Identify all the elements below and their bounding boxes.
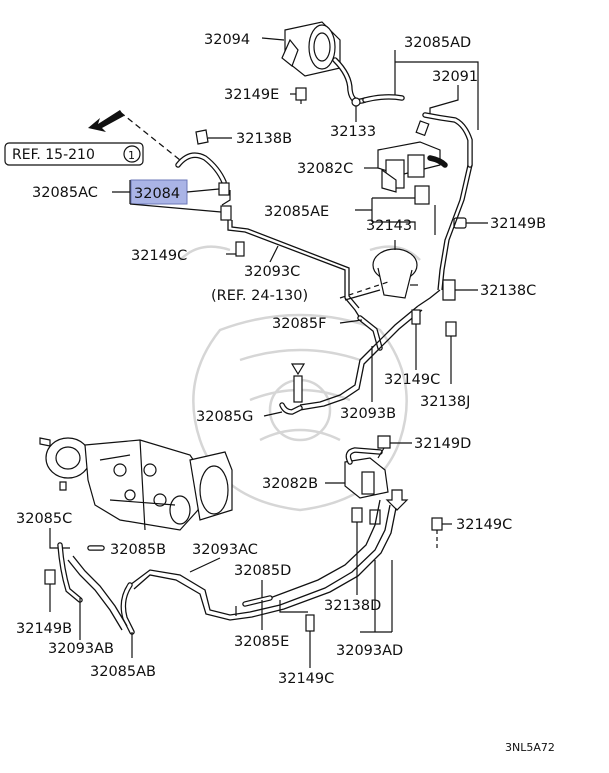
label-32138C: 32138C [480,283,536,299]
label-32093AC: 32093AC [192,542,258,558]
bolt-32149D [377,435,412,459]
label-32149C-c: 32149C [456,517,512,533]
label-32133: 32133 [330,124,376,140]
label-32091: 32091 [432,69,478,85]
label-32093B: 32093B [340,406,396,422]
label-ref-24-130: (REF. 24-130) [211,288,308,304]
label-32094: 32094 [204,32,250,48]
label-32082B: 32082B [262,476,318,492]
clip-32138B [195,129,232,145]
bolt-32149B-top [453,217,488,229]
label-32085AC: 32085AC [32,185,98,201]
hose-32085G [263,363,306,417]
label-32084: 32084 [134,186,180,202]
label-32149C-a: 32149C [131,248,187,264]
bolt-32149E [290,87,307,104]
ref-15-210-text: REF. 15-210 [12,147,95,163]
label-32085AB: 32085AB [90,664,156,680]
ref-15-210-circle-number: 1 [128,149,135,162]
label-32085D: 32085D [234,563,291,579]
label-32138D: 32138D [324,598,381,614]
label-32082C: 32082C [297,161,353,177]
label-32138B: 32138B [236,131,292,147]
bolt-32149C-a [226,241,245,257]
solenoid-valve-32082B [325,447,389,499]
label-32085F: 32085F [272,316,326,332]
ref-arrow-15-210[interactable]: REF. 15-210 1 [4,110,181,166]
label-32093C: 32093C [244,264,300,280]
label-32085B: 32085B [110,542,166,558]
transfer-case-assembly [39,437,233,531]
label-32085AD: 32085AD [404,35,471,51]
label-32143: 32143 [366,218,412,234]
label-32149C-d: 32149C [278,671,334,687]
vacuum-actuator [344,240,418,301]
diagram-code: 3NL5A72 [505,741,555,754]
highlight-32084[interactable] [130,179,188,205]
label-32138J: 32138J [420,394,470,410]
label-32149E: 32149E [224,87,279,103]
label-32149C-b: 32149C [384,372,440,388]
solenoid-valve-32082C [364,141,448,193]
label-32085C: 32085C [16,511,72,527]
label-32085E: 32085E [234,634,289,650]
label-32149D: 32149D [414,436,471,452]
canister-32094 [261,21,341,77]
label-32085AE: 32085AE [264,204,329,220]
label-32149B-bottom: 32149B [16,621,72,637]
label-32085G: 32085G [196,409,253,425]
label-32149B-top: 32149B [490,216,546,232]
label-32093AD: 32093AD [336,643,403,659]
label-32093AB: 32093AB [48,641,114,657]
